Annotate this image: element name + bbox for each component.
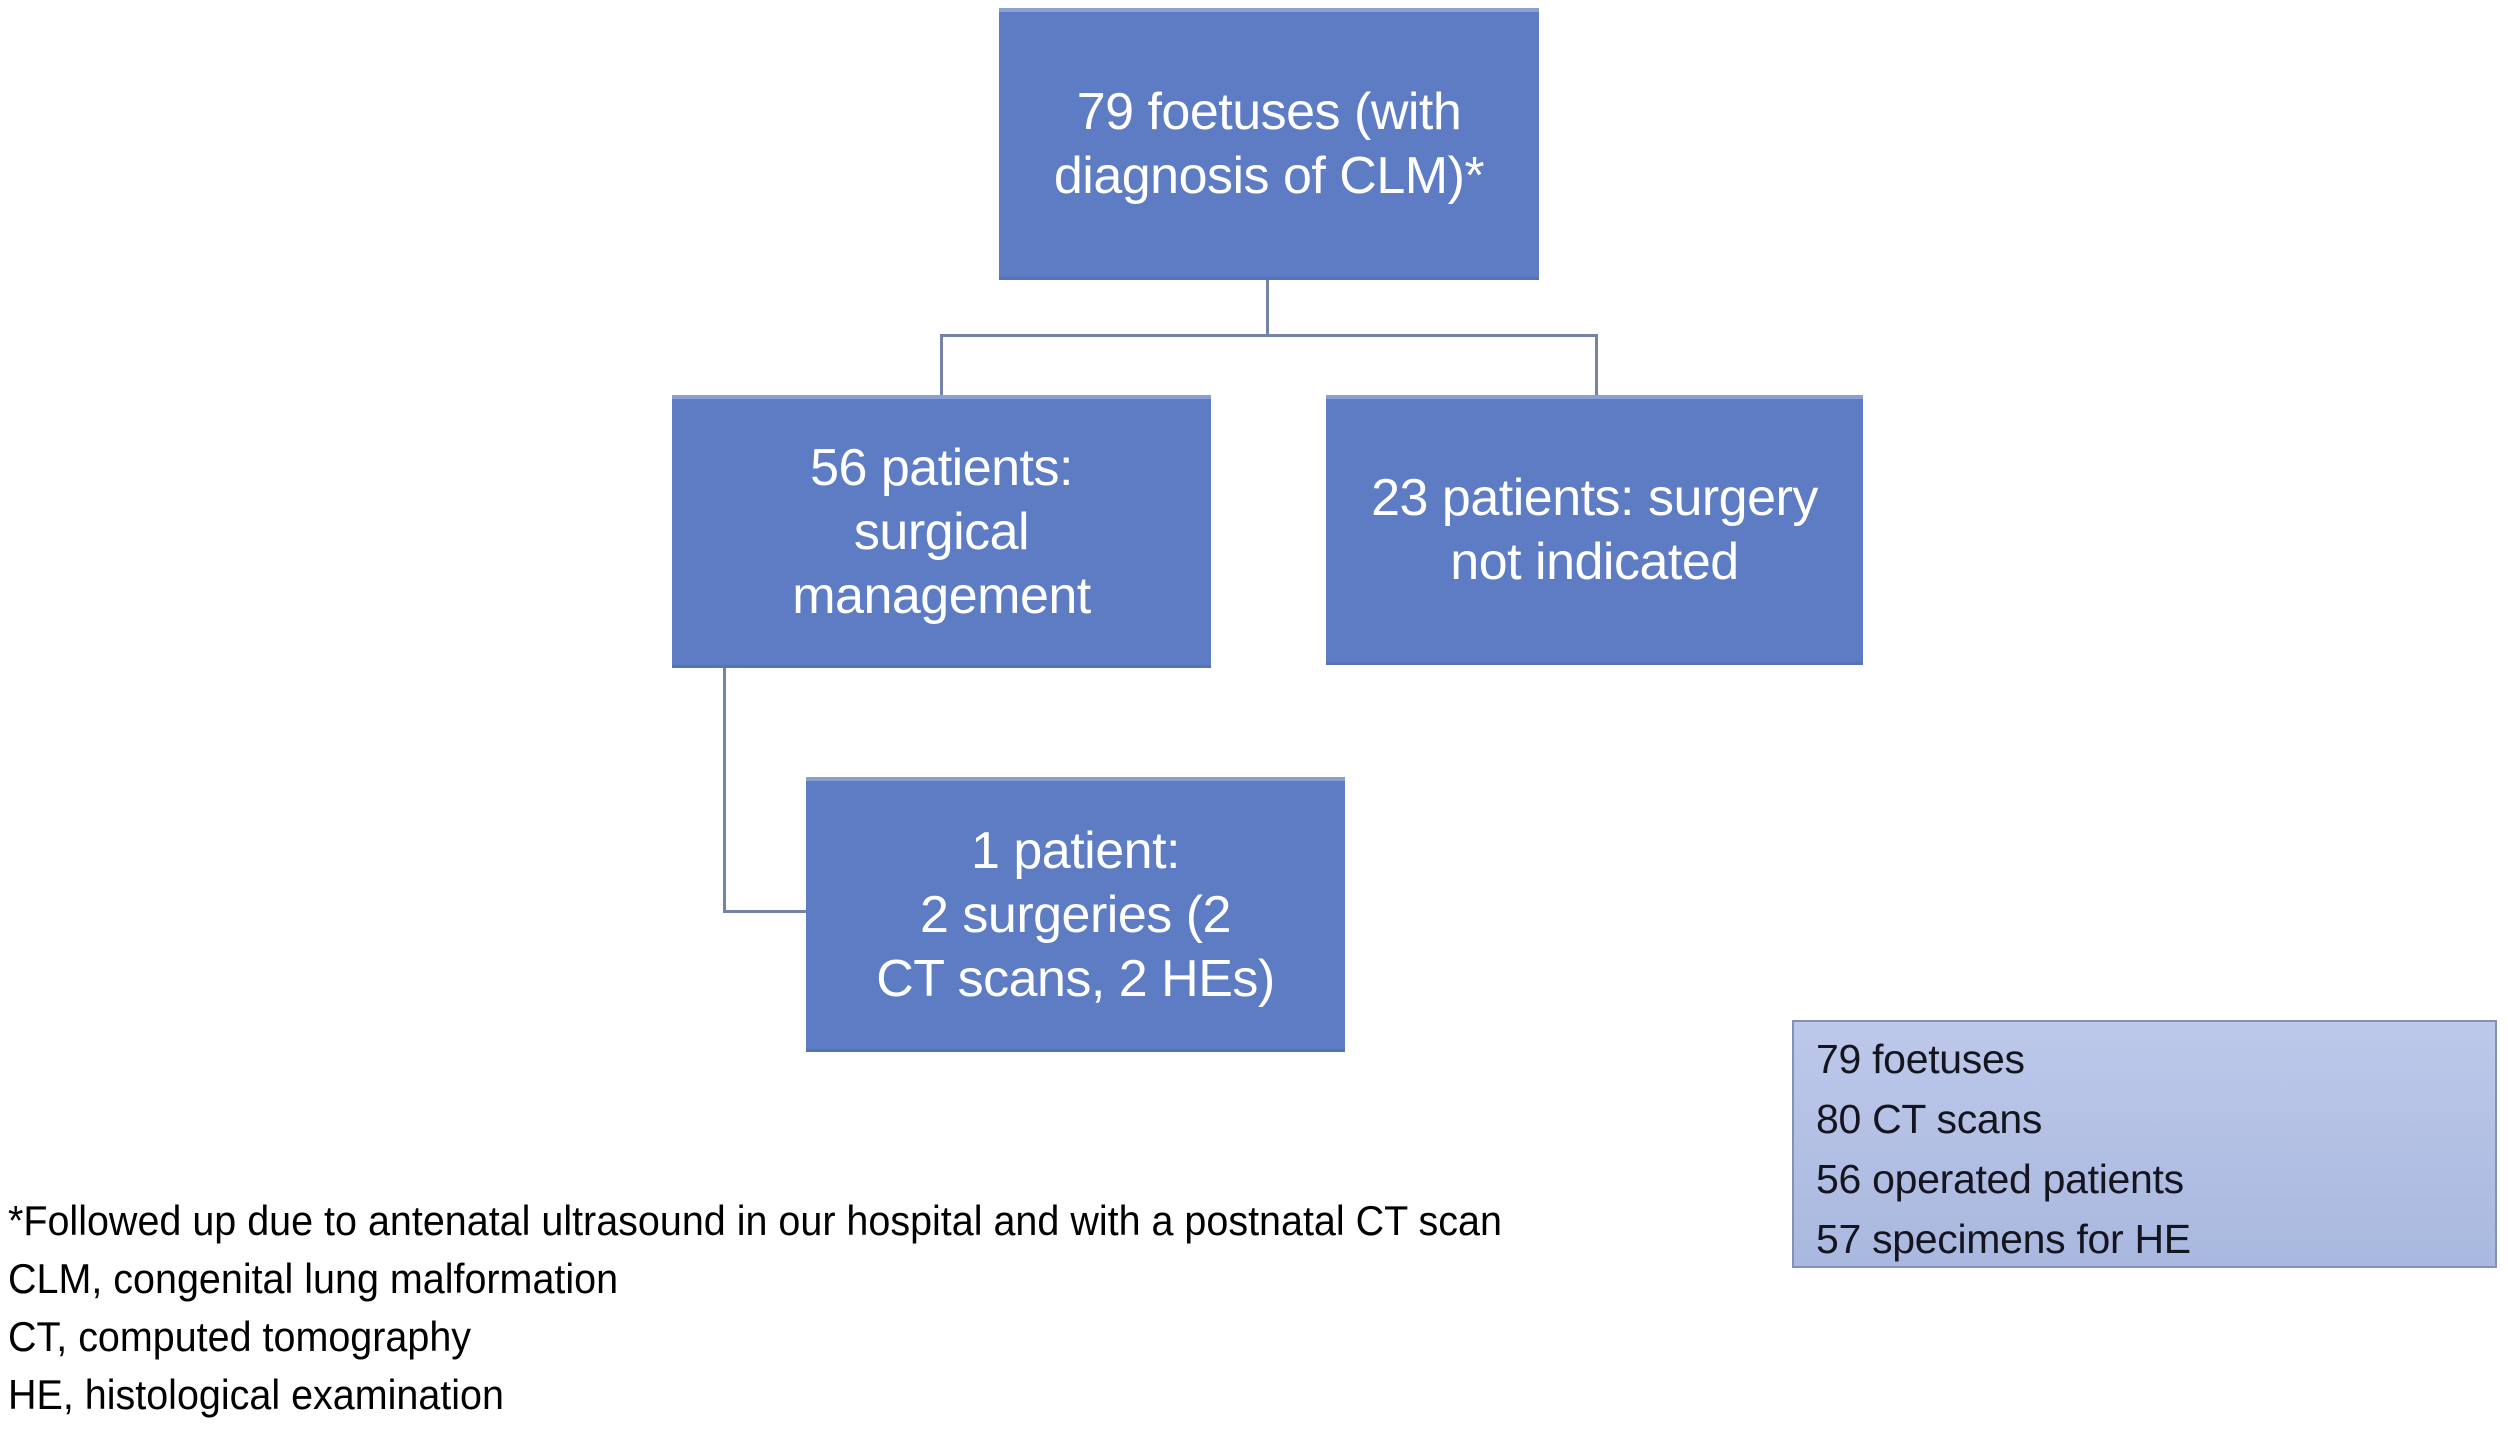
footnote-line: CT, computed tomography [8, 1313, 472, 1360]
connector-left-drop [940, 334, 943, 396]
summary-item: 57 specimens for HE [1816, 1216, 2191, 1262]
footnotes: *Followed up due to antenatal ultrasound… [8, 1192, 1794, 1424]
totals-summary-box: 79 foetuses 80 CT scans 56 operated pati… [1792, 1020, 2497, 1268]
flow-box-foetuses-line: 79 foetuses (with [1076, 83, 1462, 141]
footnote-line: *Followed up due to antenatal ultrasound… [8, 1197, 1502, 1244]
connector-surgical-down [723, 668, 726, 913]
flow-box-foetuses: 79 foetuses (with diagnosis of CLM)* [999, 8, 1539, 280]
footnote-line: CLM, congenital lung malformation [8, 1255, 619, 1302]
summary-item: 56 operated patients [1816, 1156, 2184, 1202]
flow-box-nosurg-line: 23 patients: surgery [1371, 469, 1818, 527]
flow-box-surgical-line: management [792, 566, 1091, 625]
flow-box-repeat-line: CT scans, 2 HEs) [876, 949, 1275, 1008]
flow-box-nosurg-line: not indicated [1450, 533, 1739, 591]
flow-box-surgical-line: 56 patients: [810, 438, 1073, 497]
flow-box-surgery-not-indicated: 23 patients: surgery not indicated [1326, 395, 1863, 665]
footnote-line: HE, histological examination [8, 1371, 504, 1418]
flow-box-surgical-management: 56 patients: surgical management [672, 395, 1211, 668]
connector-root-drop [1266, 280, 1269, 337]
flow-box-foetuses-line: diagnosis of CLM)* [1053, 147, 1485, 205]
summary-item: 80 CT scans [1816, 1096, 2043, 1142]
summary-item: 79 foetuses [1816, 1036, 2025, 1082]
connector-surgical-elbow [723, 910, 807, 913]
connector-right-drop [1595, 334, 1598, 396]
flow-box-surgical-line: surgical [853, 502, 1030, 561]
flow-box-repeat-surgeries: 1 patient: 2 surgeries (2 CT scans, 2 HE… [806, 777, 1345, 1052]
flow-box-repeat-line: 2 surgeries (2 [920, 885, 1231, 944]
flow-box-repeat-line: 1 patient: [971, 821, 1180, 880]
connector-split-horizontal [940, 334, 1598, 337]
